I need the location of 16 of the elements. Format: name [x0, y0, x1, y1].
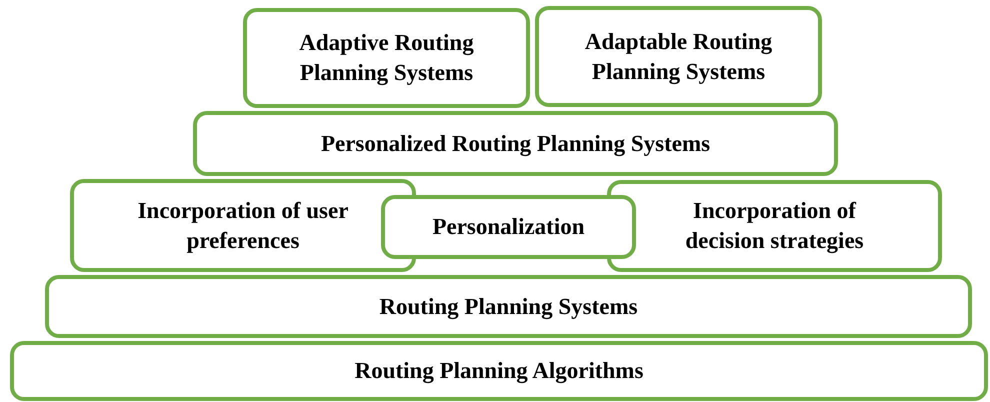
rounded-box: [10, 341, 988, 401]
rounded-box: [381, 195, 636, 259]
box-label: Incorporation of user preferences: [136, 196, 350, 255]
box-label: Routing Planning Systems: [379, 292, 638, 322]
rounded-box: [535, 6, 822, 107]
box-label: Personalization: [432, 213, 585, 242]
box-label: Personalized Routing Planning Systems: [320, 130, 710, 158]
rounded-box: [70, 179, 416, 272]
box-label: Incorporation of decision strategies: [684, 197, 865, 256]
box-label: Adaptable Routing Planning Systems: [584, 28, 774, 86]
box-label: Adaptive Routing Planning Systems: [298, 29, 475, 88]
rounded-box: [607, 180, 942, 272]
rounded-box: [193, 111, 838, 176]
rounded-box: [45, 275, 972, 338]
box-label: Routing Planning Algorithms: [354, 357, 644, 386]
rounded-box: [243, 8, 530, 108]
